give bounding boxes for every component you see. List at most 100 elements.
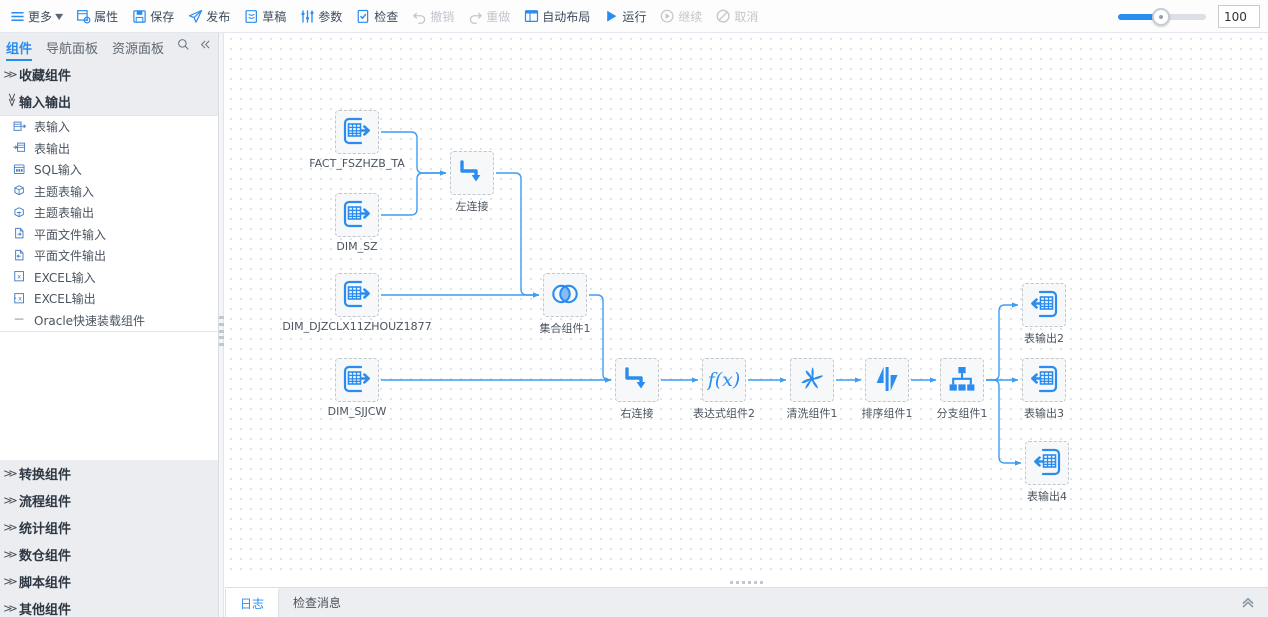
sidebar-tools	[177, 38, 212, 51]
flow-node-label: 排序组件1	[861, 407, 913, 420]
component-item-label: Oracle快速装载组件	[34, 313, 146, 328]
toolbar-run-button[interactable]: 运行	[598, 4, 652, 28]
sidebar-tabs: 组件导航面板资源面板	[0, 33, 218, 61]
sidebar-group-collapsed[interactable]: ≫数仓组件	[0, 541, 218, 568]
table-output-icon	[12, 141, 27, 156]
toolbar-publish-button[interactable]: 发布	[182, 4, 236, 28]
sidebar-group-expanded[interactable]: ≫输入输出	[0, 88, 218, 115]
flow-node[interactable]	[790, 358, 834, 402]
toolbar-item-label: 运行	[622, 9, 647, 24]
toolbar-draft-button[interactable]: 草稿	[238, 4, 292, 28]
table-input-icon	[341, 278, 373, 313]
search-icon[interactable]	[177, 38, 190, 51]
publish-icon	[188, 9, 203, 24]
menu-icon	[10, 9, 25, 24]
expression-icon: f(x)	[706, 364, 741, 397]
sidebar-splitter[interactable]	[219, 33, 224, 617]
sidebar-tab-0[interactable]: 组件	[6, 33, 33, 61]
sidebar-tab-1[interactable]: 导航面板	[46, 41, 99, 57]
toolbar-properties-button[interactable]: 属性	[70, 4, 124, 28]
right-join-icon	[621, 363, 653, 398]
flow-node-label: 分支组件1	[936, 407, 988, 420]
sidebar-group-label: 统计组件	[19, 522, 72, 537]
sidebar-tab-2[interactable]: 资源面板	[112, 41, 165, 57]
flat-file-input-icon	[12, 227, 27, 242]
component-item-label: 主题表输出	[34, 206, 95, 221]
toolbar-parameters-button[interactable]: 参数	[294, 4, 348, 28]
left-join-icon	[456, 156, 488, 191]
flow-node[interactable]	[940, 358, 984, 402]
sort-icon	[871, 363, 903, 398]
flow-node[interactable]	[335, 110, 379, 154]
sidebar-group-collapsed[interactable]: ≫收藏组件	[0, 61, 218, 88]
sidebar-group-label: 其他组件	[19, 603, 72, 617]
toolbar-redo-button: 重做	[462, 4, 516, 28]
component-item-flat-file-output[interactable]: 平面文件输出	[0, 245, 218, 267]
toolbar-auto-layout-button[interactable]: 自动布局	[518, 4, 596, 28]
flat-file-output-icon	[12, 248, 27, 263]
bottom-tab-0[interactable]: 日志	[225, 588, 280, 617]
toolbar-menu-button[interactable]: 更多▼	[4, 4, 68, 28]
flow-node[interactable]	[543, 273, 587, 317]
flow-node[interactable]	[615, 358, 659, 402]
bottom-panel: 日志检查消息	[225, 587, 1268, 617]
bottom-panel-splitter[interactable]	[225, 578, 1268, 587]
svg-text:f(x): f(x)	[707, 369, 740, 391]
component-item-flat-file-input[interactable]: 平面文件输入	[0, 224, 218, 246]
component-item-subject-table-output[interactable]: 主题表输出	[0, 202, 218, 224]
svg-text:x: x	[17, 273, 21, 281]
chevron-down-icon[interactable]: ▼	[55, 11, 64, 21]
flow-connections	[381, 131, 1022, 466]
zoom-slider-fill	[1118, 13, 1158, 20]
toolbar-check-button[interactable]: 检查	[350, 4, 404, 28]
sidebar-splitter-grip[interactable]	[219, 313, 224, 349]
cancel-icon	[716, 9, 731, 24]
toolbar-item-label: 草稿	[262, 9, 287, 24]
check-icon	[356, 9, 371, 24]
svg-text:x: x	[18, 294, 22, 302]
sidebar-group-collapsed[interactable]: ≫统计组件	[0, 514, 218, 541]
zoom-slider[interactable]	[1118, 7, 1206, 26]
bottom-tab-1[interactable]: 检查消息	[293, 596, 342, 610]
toolbar-item-label: 更多	[28, 9, 53, 24]
component-item-table-output[interactable]: 表输出	[0, 138, 218, 160]
component-item-label: 主题表输入	[34, 184, 95, 199]
flow-node[interactable]	[1022, 358, 1066, 402]
sidebar-group-collapsed[interactable]: ≫流程组件	[0, 487, 218, 514]
flow-node[interactable]	[335, 193, 379, 237]
component-item-sql-input[interactable]: SQL输入	[0, 159, 218, 181]
flow-node[interactable]	[1022, 283, 1066, 327]
flow-node[interactable]	[335, 273, 379, 317]
sidebar-group-collapsed[interactable]: ≫转换组件	[0, 460, 218, 487]
toolbar-cancel-button: 取消	[710, 4, 764, 28]
bottom-splitter-grip[interactable]	[729, 580, 764, 585]
flow-node[interactable]	[865, 358, 909, 402]
toolbar-item-label: 继续	[678, 9, 703, 24]
flow-node-label: DIM_DJZCLX11ZHOUZ1877	[282, 320, 432, 333]
chevron-double-right-icon: ≫	[3, 521, 18, 534]
sidebar-group-label: 流程组件	[19, 495, 72, 510]
collapse-panel-icon[interactable]	[199, 38, 212, 51]
flow-node[interactable]	[335, 358, 379, 402]
zoom-value-input[interactable]: 100	[1218, 5, 1260, 28]
component-item-table-input[interactable]: 表输入	[0, 116, 218, 138]
flow-node[interactable]	[1025, 441, 1069, 485]
sidebar-bottom-groups: ≫转换组件≫流程组件≫统计组件≫数仓组件≫脚本组件≫其他组件	[0, 460, 218, 617]
component-item-subject-table-input[interactable]: 主题表输入	[0, 181, 218, 203]
flow-node-label: 表输出3	[1024, 407, 1064, 420]
sidebar-group-collapsed[interactable]: ≫脚本组件	[0, 568, 218, 595]
toolbar-item-label: 发布	[206, 9, 231, 24]
toolbar-save-button[interactable]: 保存	[126, 4, 180, 28]
sidebar-group-label: 转换组件	[19, 468, 72, 483]
zoom-slider-handle[interactable]	[1151, 7, 1170, 26]
chevron-double-up-icon[interactable]	[1240, 594, 1256, 610]
oracle-loader-icon	[12, 313, 27, 328]
component-item-oracle-loader[interactable]: Oracle快速装载组件	[0, 310, 218, 332]
flow-node[interactable]	[450, 151, 494, 195]
flow-node[interactable]: f(x)	[702, 358, 746, 402]
sidebar-group-collapsed[interactable]: ≫其他组件	[0, 595, 218, 617]
chevron-double-right-icon: ≫	[3, 467, 18, 480]
